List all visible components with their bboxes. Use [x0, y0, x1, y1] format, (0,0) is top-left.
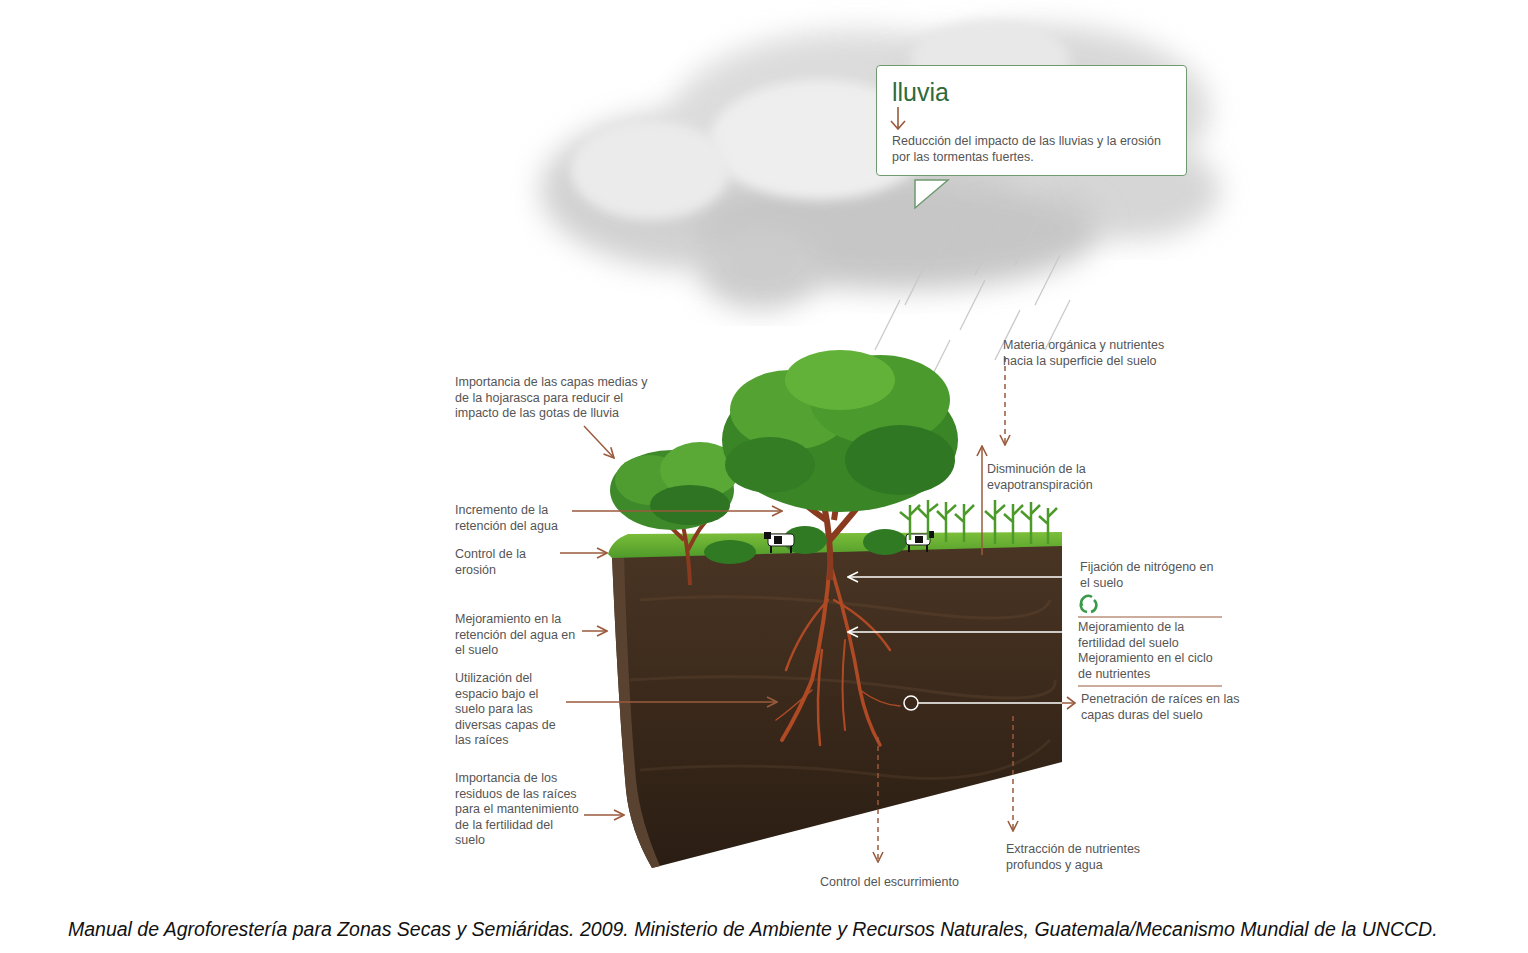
bubble-body: Reducción del impacto de las lluvias y l… [892, 134, 1172, 165]
callout-label: Penetración de raíces en las capas duras… [1081, 692, 1261, 723]
rain-arrow [889, 106, 909, 132]
leader-arrows [560, 426, 782, 815]
cows [764, 531, 934, 553]
callout-label: Mejoramiento en el ciclo de nutrientes [1078, 651, 1228, 682]
leader-arrows-right [848, 357, 1222, 862]
callout-label: Materia orgánica y nutrientes hacia la s… [1003, 338, 1183, 369]
source-caption: Manual de Agroforestería para Zonas Seca… [68, 918, 1438, 941]
callout-label: Utilización del espacio bajo el suelo pa… [455, 671, 563, 749]
cloud [540, 20, 1220, 310]
recycle-icon [1081, 596, 1097, 612]
roots [776, 560, 900, 745]
callout-label: Importancia de las capas medias y de la … [455, 375, 660, 422]
callout-label: Mejoramiento en la retención del agua en… [455, 612, 577, 659]
callout-label: Incremento de la retención del agua [455, 503, 570, 534]
callout-label: Fijación de nitrógeno en el suelo [1080, 560, 1220, 591]
corn [900, 500, 1057, 544]
callout-label: Mejoramiento de la fertilidad del suelo [1078, 620, 1218, 651]
soil-block [608, 532, 1062, 868]
callout-label: Disminución de la evapotranspiración [987, 462, 1112, 493]
big-tree [722, 350, 958, 580]
callout-label: Control de la erosión [455, 547, 545, 578]
callout-label: Importancia de los residuos de las raíce… [455, 771, 583, 849]
shrubs [704, 526, 907, 564]
bubble-heading: lluvia [892, 78, 1172, 106]
callout-label: Extracción de nutrientes profundos y agu… [1006, 842, 1171, 873]
callout-label: Control del escurrimiento [820, 875, 995, 891]
small-tree [610, 442, 740, 585]
bubble-tail [915, 180, 948, 208]
speech-bubble: lluviaReducción del impacto de las lluvi… [876, 65, 1187, 176]
